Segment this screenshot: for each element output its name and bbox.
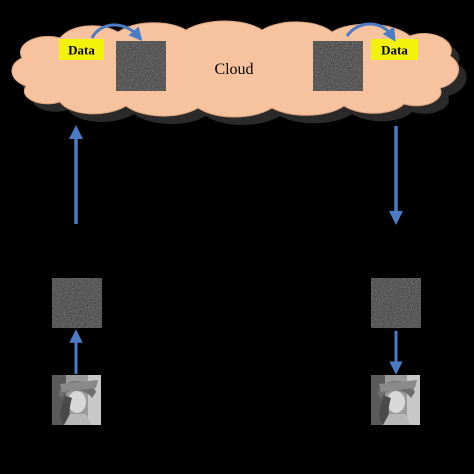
cloud-encrypted-block-left-noise bbox=[116, 41, 166, 91]
encrypted-block-right-noise bbox=[371, 278, 421, 328]
decrypted-photo-icon bbox=[371, 375, 420, 425]
curved-arrow-right-icon bbox=[345, 22, 396, 42]
data-box-right-bg bbox=[371, 39, 418, 60]
data-box-right: Data bbox=[371, 39, 418, 60]
cloud-encrypted-block-right-noise bbox=[313, 41, 363, 91]
data-box-right-label: Data bbox=[381, 43, 408, 58]
cloud: Cloud Data Data bbox=[11, 20, 467, 125]
data-box-left: Data bbox=[59, 39, 104, 60]
cloud-label: Cloud bbox=[214, 61, 253, 78]
curved-arrow-left-icon bbox=[90, 23, 143, 42]
original-photo-icon bbox=[52, 375, 101, 425]
data-box-left-bg bbox=[59, 39, 104, 60]
data-box-left-label: Data bbox=[68, 43, 95, 58]
encrypted-block-left-noise bbox=[52, 278, 102, 328]
